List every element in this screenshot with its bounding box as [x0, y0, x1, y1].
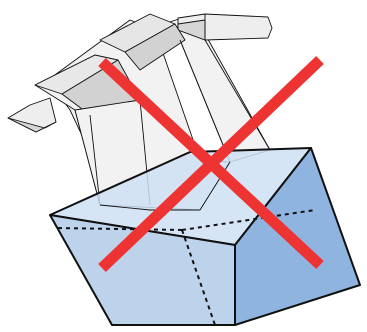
prism-box-diagram — [0, 0, 367, 332]
diagram-canvas — [0, 0, 367, 332]
